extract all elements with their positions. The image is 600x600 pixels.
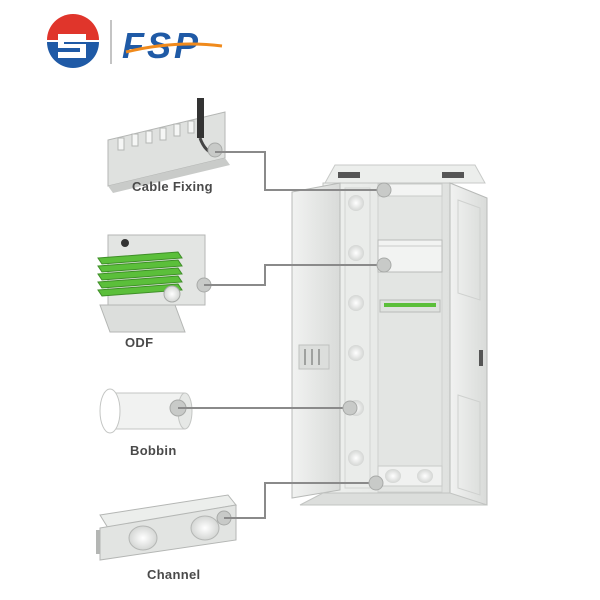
bobbin-image bbox=[99, 388, 193, 434]
cable-fixing-marker bbox=[376, 182, 392, 198]
label-odf: ODF bbox=[125, 335, 154, 350]
cable-fixing-leader-line bbox=[215, 151, 384, 191]
cable-fixing-image bbox=[107, 98, 230, 193]
channel-marker bbox=[368, 475, 384, 491]
odf-image bbox=[97, 234, 212, 333]
odf-marker bbox=[376, 257, 392, 273]
label-channel: Channel bbox=[147, 567, 201, 582]
channel-image bbox=[96, 494, 237, 561]
logo-swoosh bbox=[125, 42, 223, 54]
label-cable-fixing: Cable Fixing bbox=[132, 179, 213, 194]
bobbin-marker bbox=[342, 400, 358, 416]
label-bobbin: Bobbin bbox=[130, 443, 177, 458]
logo-emblem-icon bbox=[47, 14, 99, 68]
odf-leader-line bbox=[204, 264, 384, 286]
cabinet bbox=[291, 164, 488, 506]
channel-leader-line bbox=[224, 482, 376, 519]
brand-logo: FSP bbox=[47, 14, 223, 68]
